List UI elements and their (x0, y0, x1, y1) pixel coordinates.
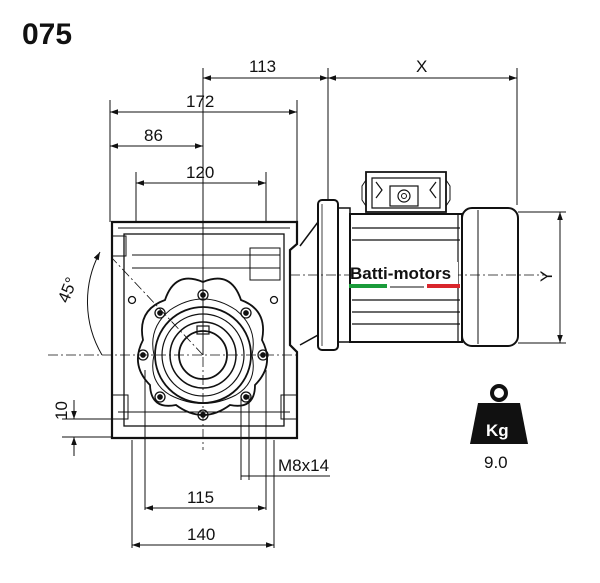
gearbox-housing (110, 220, 299, 440)
weight-icon: Kg (470, 384, 528, 444)
model-number: 075 (22, 18, 73, 51)
dim-x-label: X (416, 57, 427, 76)
motor-fan-cover (461, 207, 519, 347)
dim-120-label: 120 (186, 163, 214, 182)
dim-10-label: 10 (52, 401, 71, 420)
output-flange (136, 277, 269, 416)
weight-unit-label: Kg (486, 421, 509, 440)
motor (317, 171, 519, 351)
dim-140-label: 140 (187, 525, 215, 544)
dim-115-label: 115 (187, 488, 214, 507)
extension-lines (62, 68, 566, 548)
gearbox (110, 219, 319, 440)
weight-value: 9.0 (484, 453, 508, 472)
dim-86-label: 86 (144, 126, 163, 145)
thread-label: M8x14 (278, 456, 329, 475)
dim-113-label: 113 (249, 57, 276, 76)
brand-label: Batti-motors (350, 264, 451, 283)
motor-body (349, 213, 463, 343)
dim-y-label: Y (537, 271, 556, 282)
dim-45-arc (87, 251, 103, 356)
dim-45-label: 45° (54, 275, 81, 306)
dimension-lines (71, 75, 563, 548)
terminal-box (365, 171, 447, 213)
dim-172-label: 172 (186, 92, 214, 111)
